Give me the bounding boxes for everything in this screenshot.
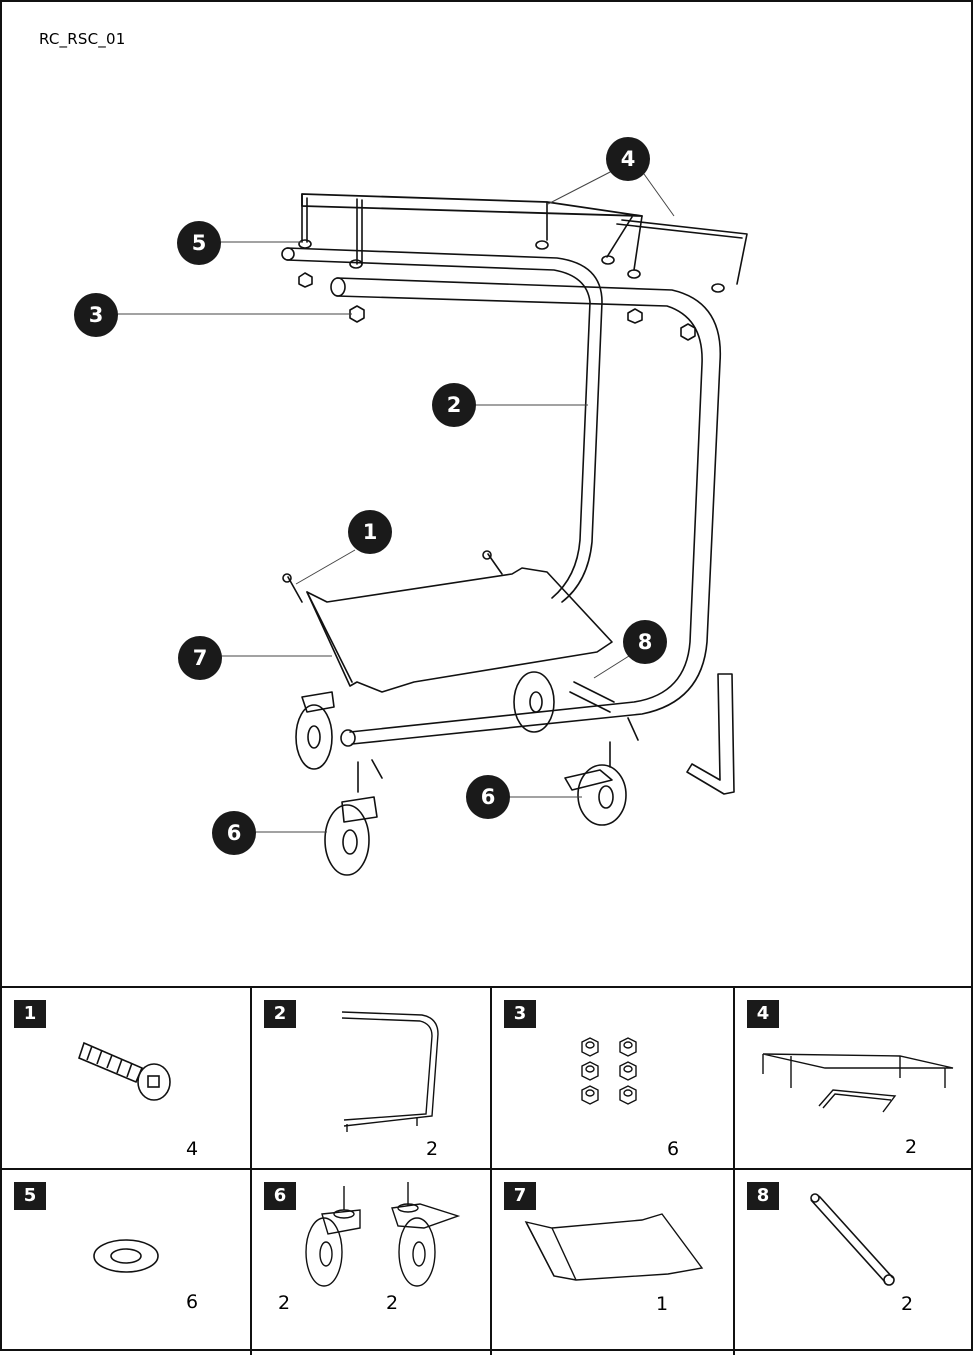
part-quantity: 1 (656, 1293, 669, 1315)
part-number-badge: 5 (14, 1182, 46, 1210)
caster-wheel-icon (305, 1182, 461, 1287)
part-cell-4: 4 2 (735, 988, 973, 1170)
document-id: RC_RSC_01 (39, 30, 126, 48)
nuts-washers-drawing (298, 239, 725, 341)
part-number-badge: 2 (264, 1000, 296, 1028)
part-number-badge: 7 (504, 1182, 536, 1210)
top-rail-icon (762, 1053, 954, 1113)
exploded-assembly-diagram: 1 2 3 4 5 6 6 7 8 (74, 137, 748, 876)
part-quantity-fixed: 2 (278, 1292, 291, 1314)
bolts-drawing (282, 550, 639, 779)
svg-text:8: 8 (638, 630, 653, 654)
svg-text:7: 7 (193, 646, 208, 670)
part-quantity: 6 (186, 1291, 199, 1313)
svg-text:6: 6 (227, 821, 242, 845)
part-number-badge: 3 (504, 1000, 536, 1028)
svg-text:2: 2 (447, 393, 462, 417)
callout-5: 5 (177, 221, 221, 265)
top-rail-drawing (301, 193, 748, 285)
callout-1: 1 (348, 510, 392, 554)
part-number-badge: 6 (264, 1182, 296, 1210)
crossbar-drawing (569, 681, 615, 713)
shelf-tray-icon (524, 1213, 704, 1281)
part-cell-5: 5 6 (2, 1170, 252, 1355)
callout-6-left: 6 (212, 811, 256, 855)
svg-text:1: 1 (363, 520, 378, 544)
part-cell-3: 3 6 (492, 988, 735, 1170)
part-cell-8: 8 2 (735, 1170, 973, 1355)
part-quantity: 2 (905, 1136, 918, 1158)
washer-icon (93, 1239, 159, 1273)
part-cell-7: 7 1 (492, 1170, 735, 1355)
part-number-badge: 8 (747, 1182, 779, 1210)
part-cell-2: 2 2 (252, 988, 492, 1170)
hex-nut-icon (581, 1037, 637, 1105)
part-quantity: 2 (426, 1138, 439, 1160)
callout-8: 8 (623, 620, 667, 664)
callout-2: 2 (432, 383, 476, 427)
callout-7: 7 (178, 636, 222, 680)
svg-text:6: 6 (481, 785, 496, 809)
side-frame-drawing (281, 247, 722, 747)
crossbar-tube-icon (810, 1193, 895, 1286)
parts-list: 1 4 2 2 3 (2, 986, 973, 1355)
callout-6-right: 6 (466, 775, 510, 819)
allen-key-drawing (686, 673, 735, 795)
callout-3: 3 (74, 293, 118, 337)
bolt-icon (78, 1041, 171, 1101)
caster-wheels-drawing (295, 671, 627, 876)
side-frame-icon (341, 1011, 439, 1132)
part-number-badge: 1 (14, 1000, 46, 1028)
svg-text:3: 3 (89, 303, 104, 327)
svg-text:4: 4 (621, 147, 636, 171)
part-cell-1: 1 4 (2, 988, 252, 1170)
part-quantity: 6 (667, 1138, 680, 1160)
shelf-tray-drawing (306, 567, 613, 693)
part-quantity-braked: 2 (386, 1292, 399, 1314)
svg-text:5: 5 (192, 231, 207, 255)
part-quantity: 2 (901, 1293, 914, 1315)
part-quantity: 4 (186, 1138, 199, 1160)
part-cell-6: 6 2 2 (252, 1170, 492, 1355)
part-number-badge: 4 (747, 1000, 779, 1028)
callout-4: 4 (606, 137, 650, 181)
